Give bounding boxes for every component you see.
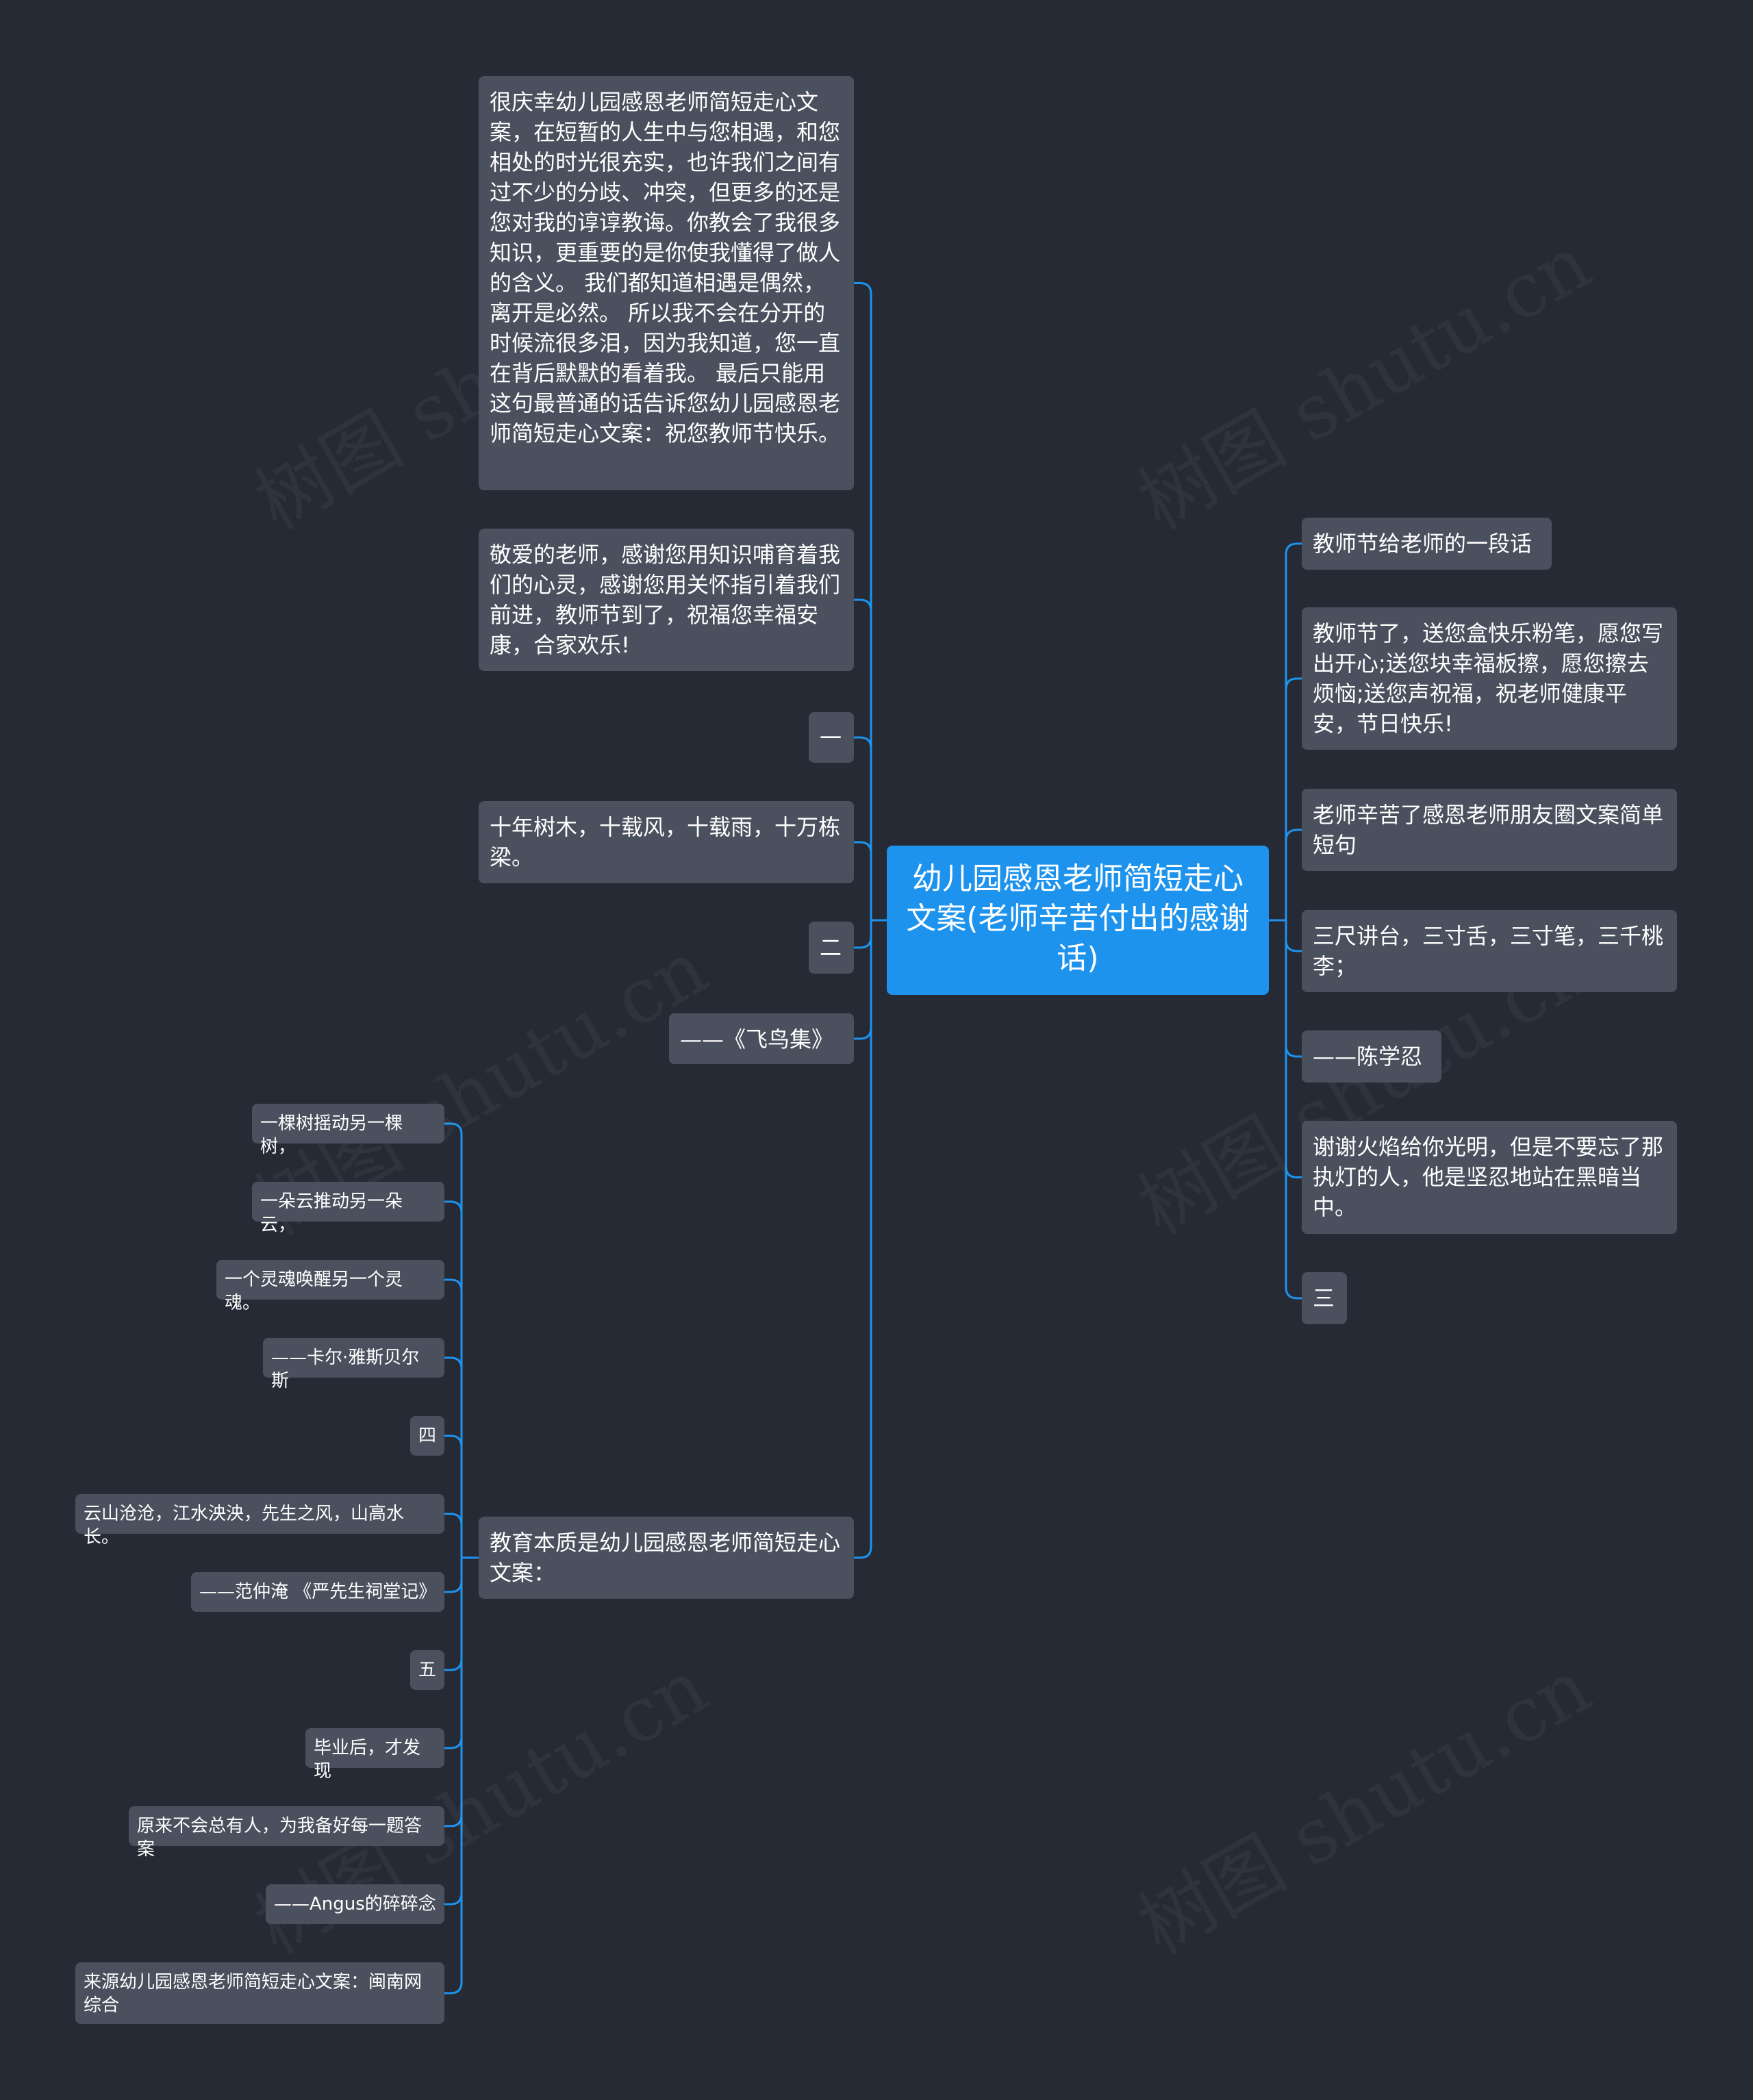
link-sub — [444, 1356, 479, 1559]
sub-node-jaspers[interactable]: ——卡尔·雅斯贝尔斯 — [263, 1338, 444, 1391]
right-node-flame[interactable]: 谢谢火焰给你光明，但是不要忘了那执灯的人，他是坚忍地站在黑暗当中。 — [1302, 1121, 1677, 1234]
link-left — [854, 841, 887, 922]
link-sub — [444, 1556, 479, 1995]
link-left — [854, 736, 887, 922]
sub-node-mountain[interactable]: 云山沧沧，江水泱泱，先生之风，山高水长。 — [75, 1494, 444, 1547]
link-sub — [444, 1122, 479, 1559]
left-node-stray-birds[interactable]: ——《飞鸟集》 — [669, 1013, 854, 1064]
sub-node-graduation[interactable]: 毕业后，才发现 — [305, 1728, 444, 1782]
sub-node-soul[interactable]: 一个灵魂唤醒另一个灵魂。 — [216, 1260, 444, 1313]
link-left — [854, 919, 887, 1559]
sub-node-four[interactable]: 四 — [410, 1416, 444, 1456]
left-node-dear-teacher[interactable]: 敬爱的老师，感谢您用知识哺育着我们的心灵，感谢您用关怀指引着我们前进，教师节到了… — [479, 529, 854, 671]
sub-node-answers[interactable]: 原来不会总有人，为我备好每一题答案 — [129, 1806, 444, 1860]
sub-node-fan-zhongyan[interactable]: ——范仲淹 《严先生祠堂记》 — [191, 1572, 444, 1612]
right-node-three[interactable]: 三 — [1302, 1272, 1347, 1324]
sub-node-five[interactable]: 五 — [410, 1650, 444, 1690]
sub-node-cloud[interactable]: 一朵云推动另一朵云， — [252, 1182, 444, 1235]
link-sub — [444, 1513, 479, 1559]
link-right — [1269, 828, 1302, 922]
sub-node-source[interactable]: 来源幼儿园感恩老师简短走心文案：闽南网综合 — [75, 1962, 444, 2024]
link-sub — [444, 1200, 479, 1559]
left-node-one[interactable]: 一 — [809, 712, 854, 763]
right-node-three-feet[interactable]: 三尺讲台，三寸舌，三寸笔，三千桃李； — [1302, 910, 1677, 992]
link-left — [854, 598, 887, 922]
right-node-chen-xueren[interactable]: ——陈学忍 — [1302, 1030, 1441, 1083]
sub-node-angus[interactable]: ——Angus的碎碎念 — [266, 1884, 444, 1924]
left-node-ten-years[interactable]: 十年树木，十载风，十载雨，十万栋梁。 — [479, 801, 854, 883]
link-right — [1269, 677, 1302, 922]
link-left — [854, 282, 887, 922]
right-node-moments-title[interactable]: 老师辛苦了感恩老师朋友圈文案简单短句 — [1302, 789, 1677, 871]
link-right — [1269, 919, 1302, 1300]
link-sub — [444, 1278, 479, 1559]
left-node-intro-message[interactable]: 很庆幸幼儿园感恩老师简短走心文案，在短暂的人生中与您相遇，和您相处的时光很充实，… — [479, 76, 854, 490]
sub-node-tree[interactable]: 一棵树摇动另一棵树， — [252, 1104, 444, 1157]
left-node-two[interactable]: 二 — [809, 922, 854, 974]
right-node-chalk-message[interactable]: 教师节了，送您盒快乐粉笔，愿您写出开心;送您块幸福板擦，愿您擦去烦恼;送您声祝福… — [1302, 607, 1677, 750]
left-node-education-essence[interactable]: 教育本质是幼儿园感恩老师简短走心文案： — [479, 1517, 854, 1599]
link-right — [1269, 542, 1302, 922]
link-sub — [444, 1434, 479, 1559]
central-topic[interactable]: 幼儿园感恩老师简短走心文案(老师辛苦付出的感谢话) — [887, 846, 1269, 995]
right-node-paragraph-title[interactable]: 教师节给老师的一段话 — [1302, 518, 1552, 570]
